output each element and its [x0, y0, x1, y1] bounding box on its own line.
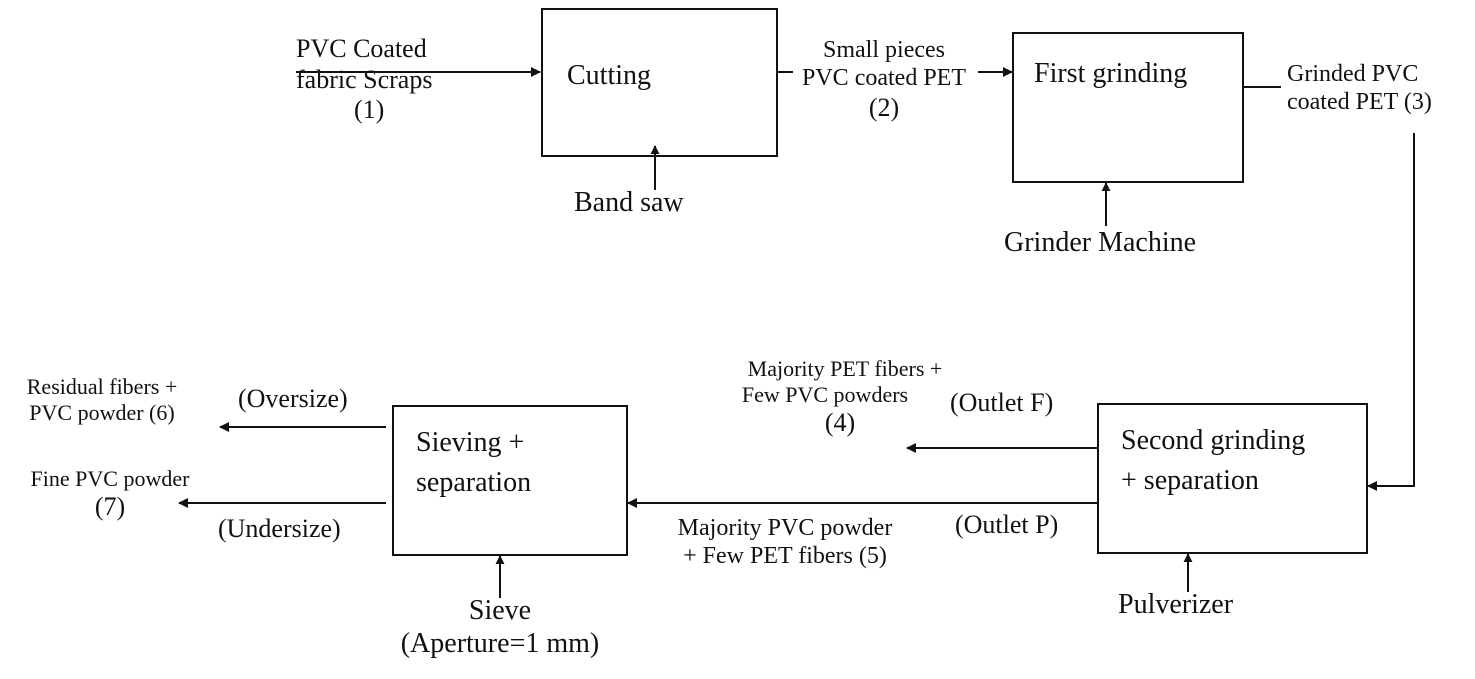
stream-7-number: (7): [94, 491, 126, 521]
first-grinding-box: First grinding: [1012, 32, 1244, 183]
stream-1-number: (1): [354, 95, 385, 125]
sieve-line-2: (Aperture=1 mm): [400, 628, 600, 660]
sieve-label: Sieve (Aperture=1 mm): [380, 594, 620, 660]
stream-5-label: Majority PVC powder + Few PET fibers (5): [655, 514, 915, 571]
stream-1-label: PVC Coated fabric Scraps (1): [296, 34, 432, 126]
stream-5-line-2: + Few PET fibers (5): [683, 543, 887, 570]
sieving-line-2: separation: [416, 467, 532, 498]
stream-4-line-2: Few PVC powders: [741, 381, 909, 407]
sieving-line-1: Sieving +: [416, 427, 525, 458]
first-grinding-label: First grinding: [1034, 58, 1188, 89]
stream-6-line-1: Residual fibers +: [26, 374, 178, 399]
stream-7-label: Fine PVC powder (7): [6, 466, 214, 523]
second-grinding-label: Second grinding + separation: [1121, 421, 1305, 501]
stream-1-line-2: fabric Scraps: [296, 64, 433, 94]
stream-5-line-1: Majority PVC powder: [677, 515, 893, 541]
stream-3-label: Grinded PVC coated PET (3): [1287, 60, 1432, 117]
stream-4-label: Majority PET fibers + Few PVC powders (4…: [715, 356, 975, 439]
stream-2-label: Small pieces PVC coated PET (2): [784, 36, 984, 123]
sieving-box: Sieving + separation: [392, 405, 628, 556]
second-grinding-box: Second grinding + separation: [1097, 403, 1368, 554]
arrow-grinded-to-second-grinding: [1367, 133, 1415, 491]
stream-3-line-2: coated PET (3): [1287, 89, 1432, 116]
stream-2-line-2: PVC coated PET: [802, 65, 966, 92]
stream-6-label: Residual fibers + PVC powder (6): [4, 374, 200, 426]
outlet-p-label: (Outlet P): [955, 510, 1059, 539]
sieving-label: Sieving + separation: [416, 423, 531, 503]
second-grinding-line-1: Second grinding: [1121, 425, 1306, 456]
band-saw-label: Band saw: [574, 187, 684, 218]
undersize-label: (Undersize): [218, 514, 341, 543]
stream-1-line-1: PVC Coated: [296, 34, 427, 63]
pulverizer-label: Pulverizer: [1118, 589, 1234, 620]
outlet-f-label: (Outlet F): [950, 388, 1054, 417]
cutting-box: Cutting: [541, 8, 778, 157]
grinder-machine-label: Grinder Machine: [1004, 227, 1197, 258]
sieve-line-1: Sieve: [468, 595, 532, 626]
stream-7-line-1: Fine PVC powder: [30, 466, 190, 491]
stream-2-line-1: Small pieces: [823, 37, 945, 63]
stream-6-line-2: PVC powder (6): [29, 399, 175, 425]
stream-4-number: (4): [824, 407, 856, 437]
oversize-label: (Oversize): [238, 384, 348, 413]
cutting-label: Cutting: [567, 60, 652, 91]
stream-2-number: (2): [868, 92, 900, 122]
stream-4-line-1: Majority PET fibers +: [747, 356, 943, 381]
stream-3-line-1: Grinded PVC: [1287, 61, 1419, 87]
second-grinding-line-2: + separation: [1121, 465, 1259, 496]
